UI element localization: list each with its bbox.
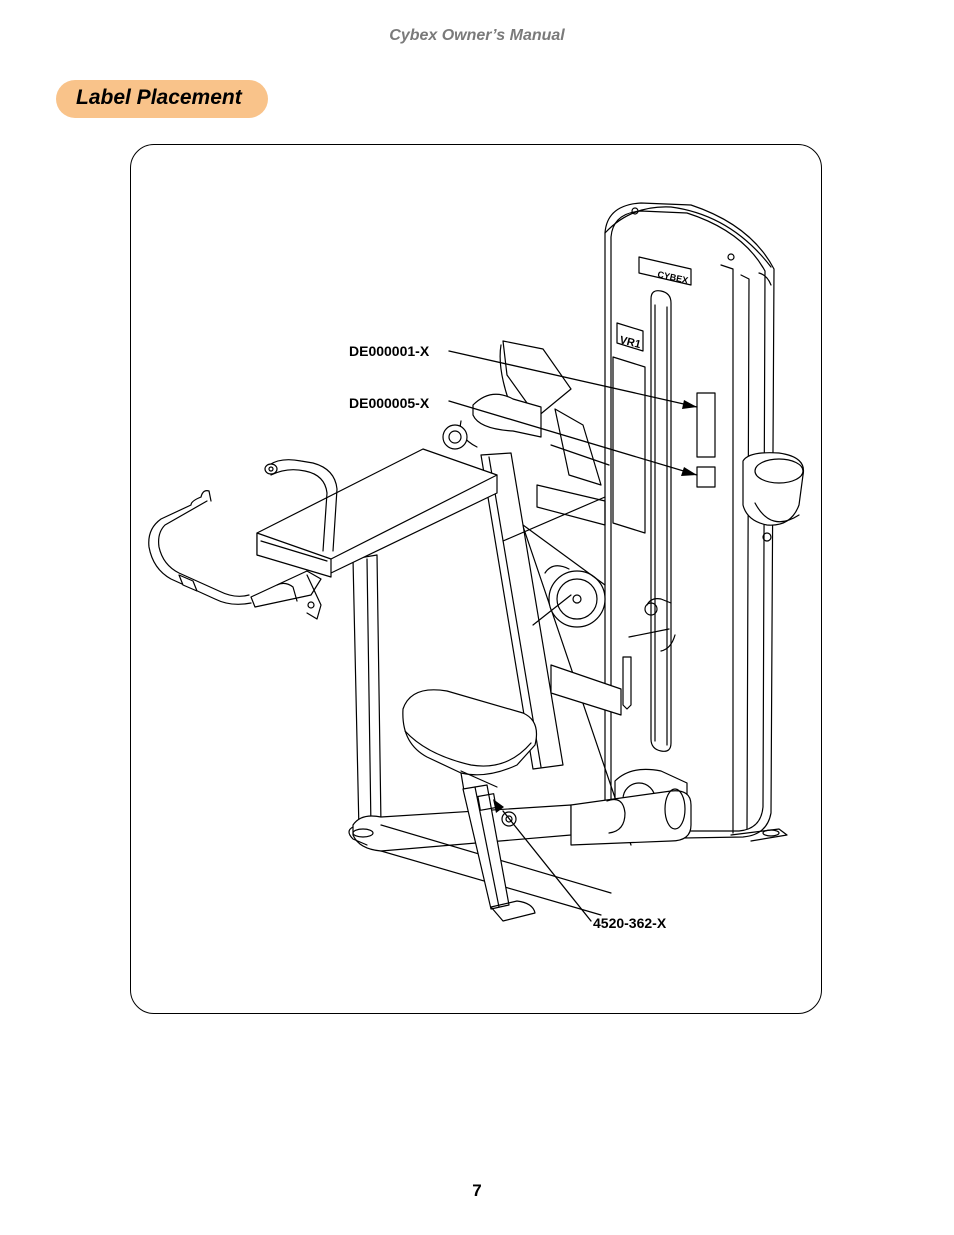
callout-leaders: [448, 350, 698, 922]
section-heading-pill: Label Placement: [56, 80, 268, 118]
section-title: Label Placement: [76, 86, 242, 109]
model-badge-text: VR1: [618, 334, 642, 351]
leader-DE000001-X: [448, 350, 698, 408]
callout-label-DE000001: DE000001-X: [349, 343, 430, 359]
leader-4520-362-X: [502, 810, 592, 922]
label-DE000005-on-machine: [696, 466, 716, 488]
figure-frame: CYBEX VR1: [130, 144, 822, 1014]
label-DE000001-on-machine: [696, 392, 716, 458]
callout-arrowheads: [493, 400, 697, 813]
handle-bars: [148, 459, 338, 620]
arm-pad: [256, 448, 498, 578]
page-number: 7: [472, 1181, 482, 1200]
leader-DE000005-X: [448, 400, 698, 476]
main-frame: [352, 408, 692, 916]
running-header: Cybex Owner’s Manual: [389, 27, 565, 44]
callout-label-DE000005: DE000005-X: [349, 395, 430, 411]
callout-label-4520-362: 4520-362-X: [593, 915, 667, 931]
machine-illustration: CYBEX VR1: [148, 202, 805, 922]
seat-assembly: [348, 689, 538, 922]
lever-arm: [442, 340, 572, 450]
weight-stack-tower: CYBEX VR1: [604, 202, 805, 842]
